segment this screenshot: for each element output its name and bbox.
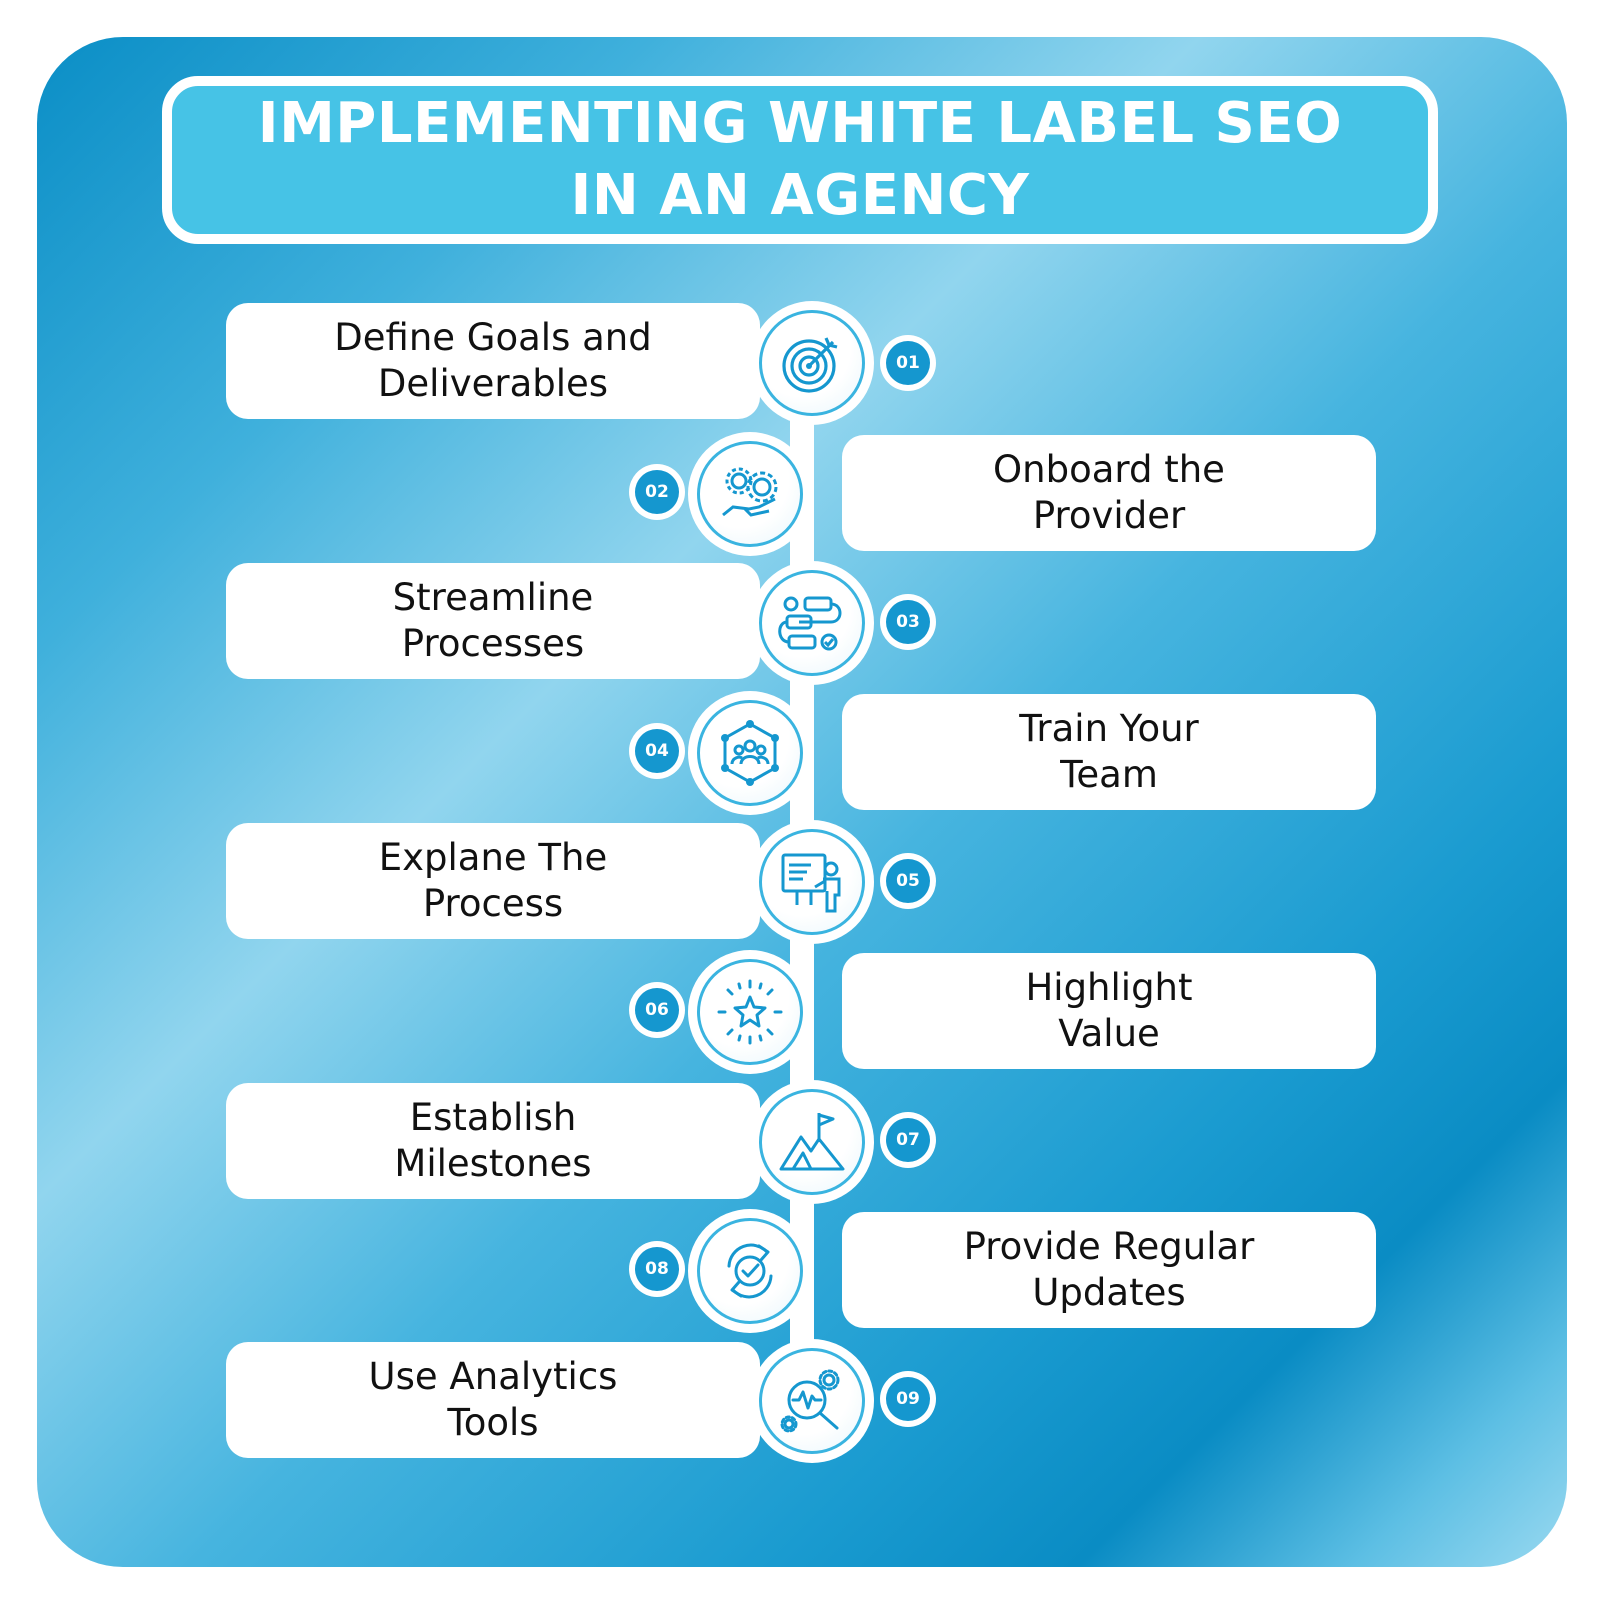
title-banner: IMPLEMENTING WHITE LABEL SEO IN AN AGENC… bbox=[162, 76, 1438, 244]
step-icon-04 bbox=[688, 691, 812, 815]
step-label-line1: Use Analytics bbox=[368, 1355, 618, 1398]
step-label-line1: Define Goals and bbox=[334, 316, 652, 359]
gears-hand-icon bbox=[722, 467, 778, 517]
step-label-line2: Deliverables bbox=[377, 362, 609, 405]
title-line-2: IN AN AGENCY bbox=[570, 163, 1030, 228]
step-card-04: Train Your Team bbox=[842, 694, 1376, 810]
step-icon-08 bbox=[688, 1209, 812, 1333]
step-icon-02 bbox=[688, 432, 812, 556]
step-icon-09 bbox=[750, 1339, 874, 1463]
step-card-07: Establish Milestones bbox=[226, 1083, 760, 1199]
refresh-check-icon bbox=[727, 1243, 773, 1299]
step-card-09: Use Analytics Tools bbox=[226, 1342, 760, 1458]
step-label-line2: Team bbox=[1060, 753, 1158, 796]
analytics-search-icon bbox=[780, 1369, 840, 1433]
step-icon-01 bbox=[750, 301, 874, 425]
step-label-line2: Milestones bbox=[394, 1142, 592, 1185]
step-card-01: Define Goals and Deliverables bbox=[226, 303, 760, 419]
step-badge-05: 05 bbox=[880, 853, 936, 909]
title-line-1: IMPLEMENTING WHITE LABEL SEO bbox=[257, 91, 1343, 156]
step-card-06: Highlight Value bbox=[842, 953, 1376, 1069]
step-label-line2: Process bbox=[422, 882, 564, 925]
step-label-line1: Provide Regular bbox=[963, 1225, 1255, 1268]
step-number: 03 bbox=[886, 600, 930, 644]
step-label-line1: Highlight bbox=[1025, 966, 1193, 1009]
step-icon-03 bbox=[750, 561, 874, 685]
presentation-icon bbox=[781, 853, 841, 913]
target-icon bbox=[782, 337, 838, 393]
mountain-flag-icon bbox=[779, 1113, 845, 1171]
step-card-03: Streamline Processes bbox=[226, 563, 760, 679]
step-label-line2: Value bbox=[1058, 1012, 1160, 1055]
step-label-line1: Streamline bbox=[392, 576, 594, 619]
step-badge-03: 03 bbox=[880, 594, 936, 650]
step-label-line2: Processes bbox=[401, 622, 585, 665]
step-label-line1: Explane The bbox=[378, 836, 608, 879]
step-icon-05 bbox=[750, 820, 874, 944]
step-card-08: Provide Regular Updates bbox=[842, 1212, 1376, 1328]
step-icon-06 bbox=[688, 950, 812, 1074]
step-badge-08: 08 bbox=[629, 1241, 685, 1297]
step-badge-01: 01 bbox=[880, 335, 936, 391]
step-label-line1: Onboard the bbox=[993, 448, 1225, 491]
step-badge-07: 07 bbox=[880, 1112, 936, 1168]
step-badge-06: 06 bbox=[629, 982, 685, 1038]
step-number: 09 bbox=[886, 1377, 930, 1421]
star-burst-icon bbox=[717, 979, 783, 1045]
team-network-icon bbox=[721, 720, 779, 786]
step-number: 07 bbox=[886, 1118, 930, 1162]
step-number: 04 bbox=[635, 729, 679, 773]
step-number: 02 bbox=[635, 470, 679, 514]
step-badge-09: 09 bbox=[880, 1371, 936, 1427]
step-label-line1: Establish bbox=[409, 1096, 577, 1139]
step-number: 01 bbox=[886, 341, 930, 385]
step-card-02: Onboard the Provider bbox=[842, 435, 1376, 551]
step-label-line2: Provider bbox=[1032, 494, 1186, 537]
step-number: 05 bbox=[886, 859, 930, 903]
step-number: 08 bbox=[635, 1247, 679, 1291]
workflow-icon bbox=[778, 596, 842, 651]
step-badge-02: 02 bbox=[629, 464, 685, 520]
step-label-line2: Updates bbox=[1032, 1271, 1186, 1314]
step-card-05: Explane The Process bbox=[226, 823, 760, 939]
step-icon-07 bbox=[750, 1080, 874, 1204]
step-label-line2: Tools bbox=[447, 1401, 539, 1444]
step-label-line1: Train Your bbox=[1019, 707, 1199, 750]
step-number: 06 bbox=[635, 988, 679, 1032]
step-badge-04: 04 bbox=[629, 723, 685, 779]
